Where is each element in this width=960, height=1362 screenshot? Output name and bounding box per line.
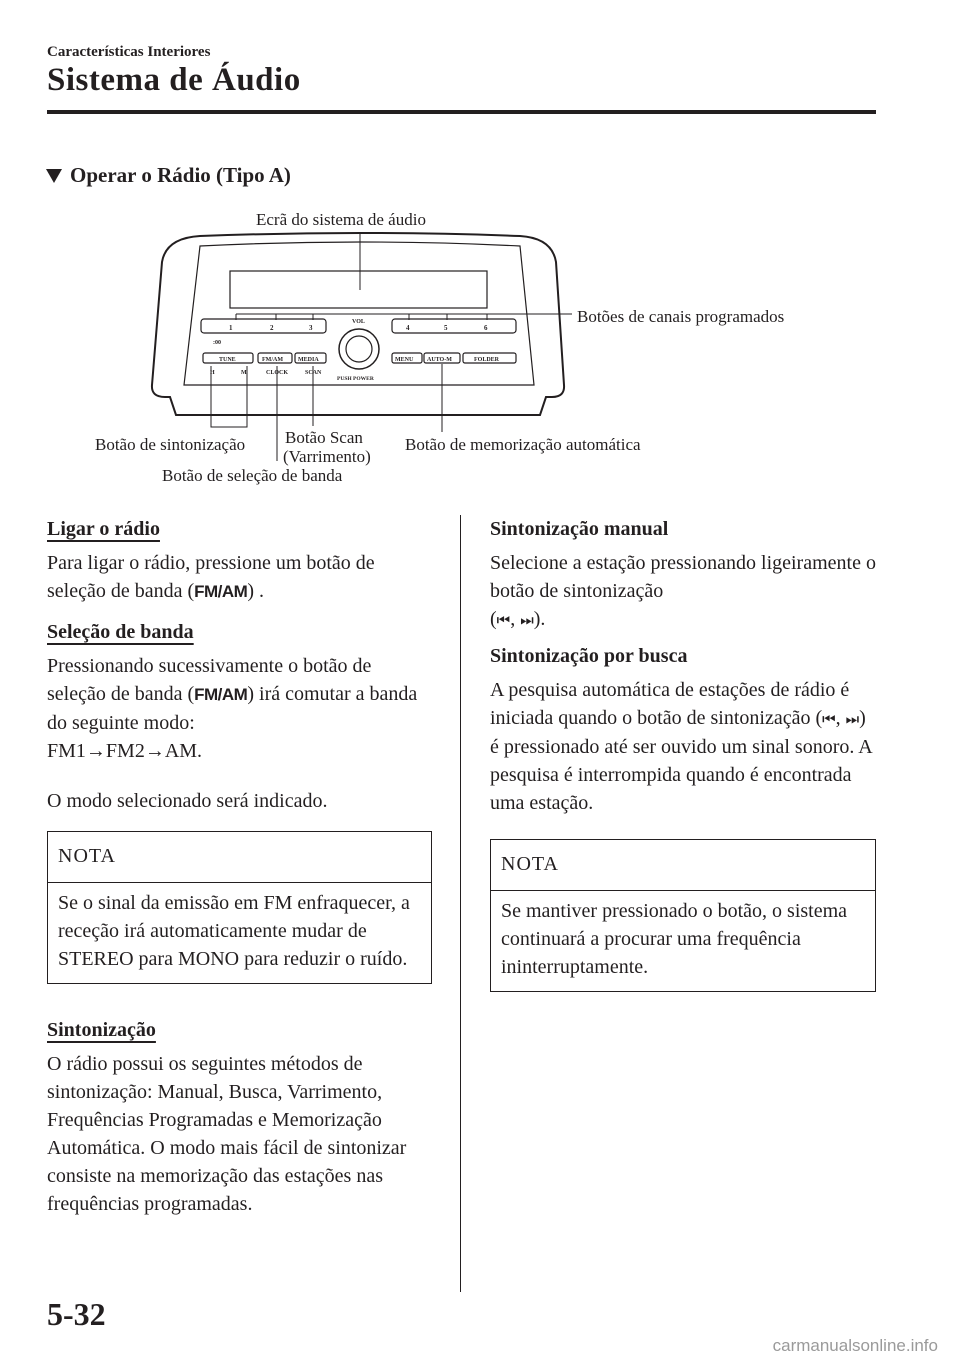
scan-label: SCAN — [305, 370, 322, 376]
leader-preset — [235, 313, 572, 320]
vol-label: VOL — [352, 319, 365, 325]
preset-1-label: 1 — [229, 324, 233, 332]
preset-bar-right — [391, 318, 517, 334]
volume-knob-inner — [345, 335, 373, 363]
note-title-right: NOTA — [491, 840, 875, 891]
prev-track-icon: ⏮ — [496, 611, 511, 629]
heading-band: Seleção de banda — [47, 621, 194, 643]
autom-label: AUTO-M — [427, 357, 452, 363]
para-tuning: O rádio possui os seguintes métodos de s… — [47, 1053, 407, 1215]
para-band-text-2: ) irá comutar a banda do seguinte modo: — [47, 683, 418, 734]
subsection-title: Operar o Rádio (Tipo A) — [70, 163, 291, 187]
para-seek-text-2: ) é pressionado até ser ouvido um sinal … — [490, 707, 872, 814]
fmam-label: FM/AM — [262, 357, 283, 363]
para-manual-text: Selecione a estação pressionando ligeira… — [490, 552, 876, 602]
preset-6-label: 6 — [484, 324, 488, 332]
para-manual-open: ( — [490, 608, 497, 630]
preset-3-label: 3 — [309, 324, 313, 332]
preset-5-label: 5 — [444, 324, 448, 332]
display-screen — [229, 270, 488, 309]
bezel-outline — [150, 232, 566, 416]
volume-knob-outer — [338, 328, 380, 370]
prev-track-icon-2: ⏮ — [822, 710, 836, 728]
preset-bar-left — [200, 318, 327, 334]
tune-button — [202, 352, 254, 364]
callout-automem: Botão de memorização automática — [405, 435, 641, 454]
callout-band: Botão de seleção de banda — [162, 466, 343, 485]
next-track-icon-2: ⏭ — [845, 710, 860, 728]
para-manual-close: ). — [533, 608, 546, 630]
folder-button — [462, 352, 517, 364]
note-box-left: NOTA Se o sinal da emissão em FM enfraqu… — [47, 831, 432, 984]
para-seek-text: A pesquisa automática de estações de rád… — [490, 679, 850, 729]
heading-turn-on: Ligar o rádio — [47, 518, 160, 540]
para-band-indicated: O modo selecionado será indicado. — [47, 790, 328, 812]
media-button — [294, 352, 327, 364]
callout-display: Ecrã do sistema de áudio — [256, 210, 426, 229]
fmam-key-label-2: FM/AM — [194, 685, 248, 704]
menu-label: MENU — [395, 357, 414, 363]
media-label: MEDIA — [298, 357, 319, 363]
watermark: carmanualsonline.info — [772, 1336, 938, 1355]
para-manual-sep: , — [510, 608, 521, 630]
right-column: Sintonização manual Selecione a estação … — [490, 515, 876, 992]
leader-tuning — [210, 366, 248, 428]
fmam-button — [257, 352, 293, 364]
callout-scan-1: Botão Scan — [285, 428, 363, 447]
para-band: Pressionando sucessivamente o botão de s… — [47, 652, 432, 737]
h-label: H — [210, 370, 215, 376]
autom-button — [423, 352, 461, 364]
para-seek: A pesquisa automática de estações de rád… — [490, 676, 876, 817]
left-column: Ligar o rádio Para ligar o rádio, pressi… — [47, 515, 432, 1226]
note-body-right: Se mantiver pressionado o botão, o siste… — [501, 900, 848, 978]
note-box-right: NOTA Se mantiver pressionado o botão, o … — [490, 839, 876, 992]
para-turn-on-text: Para ligar o rádio, pressione um botão d… — [47, 552, 375, 602]
clock-colon-label: :00 — [213, 340, 221, 346]
page-number: 5-32 — [47, 1296, 106, 1332]
menu-button — [391, 352, 423, 364]
note-body-left: Se o sinal da emissão em FM enfraquecer,… — [58, 892, 410, 970]
next-track-icon: ⏭ — [520, 611, 534, 629]
folder-label: FOLDER — [474, 357, 500, 363]
band-sequence: FM1→FM2→AM. — [47, 740, 203, 762]
m-label: M — [241, 370, 247, 376]
fmam-key-label: FM/AM — [194, 582, 248, 601]
bezel-inner — [183, 241, 535, 386]
para-turn-on: Para ligar o rádio, pressione um botão d… — [47, 549, 432, 606]
callout-tuning: Botão de sintonização — [95, 435, 245, 454]
callout-scan-2: (Varrimento) — [283, 447, 371, 466]
heading-manual: Sintonização manual — [490, 518, 669, 540]
section-title: Sistema de Áudio — [47, 62, 301, 98]
para-band-text: Pressionando sucessivamente o botão de s… — [47, 655, 372, 705]
chapter-label: Características Interiores — [47, 44, 211, 60]
tune-label: TUNE — [219, 357, 236, 363]
subsection-heading: Operar o Rádio (Tipo A) — [46, 163, 291, 188]
para-turn-on-end: ) . — [247, 580, 265, 602]
note-title-left: NOTA — [48, 832, 431, 883]
preset-4-label: 4 — [406, 324, 410, 332]
audio-unit-figure: 1 2 3 4 5 6 :00 VOL PUSH POWER TUNE FM/A… — [95, 210, 784, 485]
para-manual: Selecione a estação pressionando ligeira… — [490, 549, 876, 634]
column-divider — [460, 515, 461, 1292]
triangle-marker-icon — [46, 168, 62, 183]
callout-preset: Botões de canais programados — [577, 307, 784, 326]
heading-seek: Sintonização por busca — [490, 645, 688, 667]
header-rule — [47, 110, 876, 114]
push-power-label: PUSH POWER — [337, 376, 375, 382]
heading-tuning: Sintonização — [47, 1019, 156, 1041]
preset-2-label: 2 — [270, 324, 274, 332]
para-seek-sep: , — [835, 707, 846, 729]
